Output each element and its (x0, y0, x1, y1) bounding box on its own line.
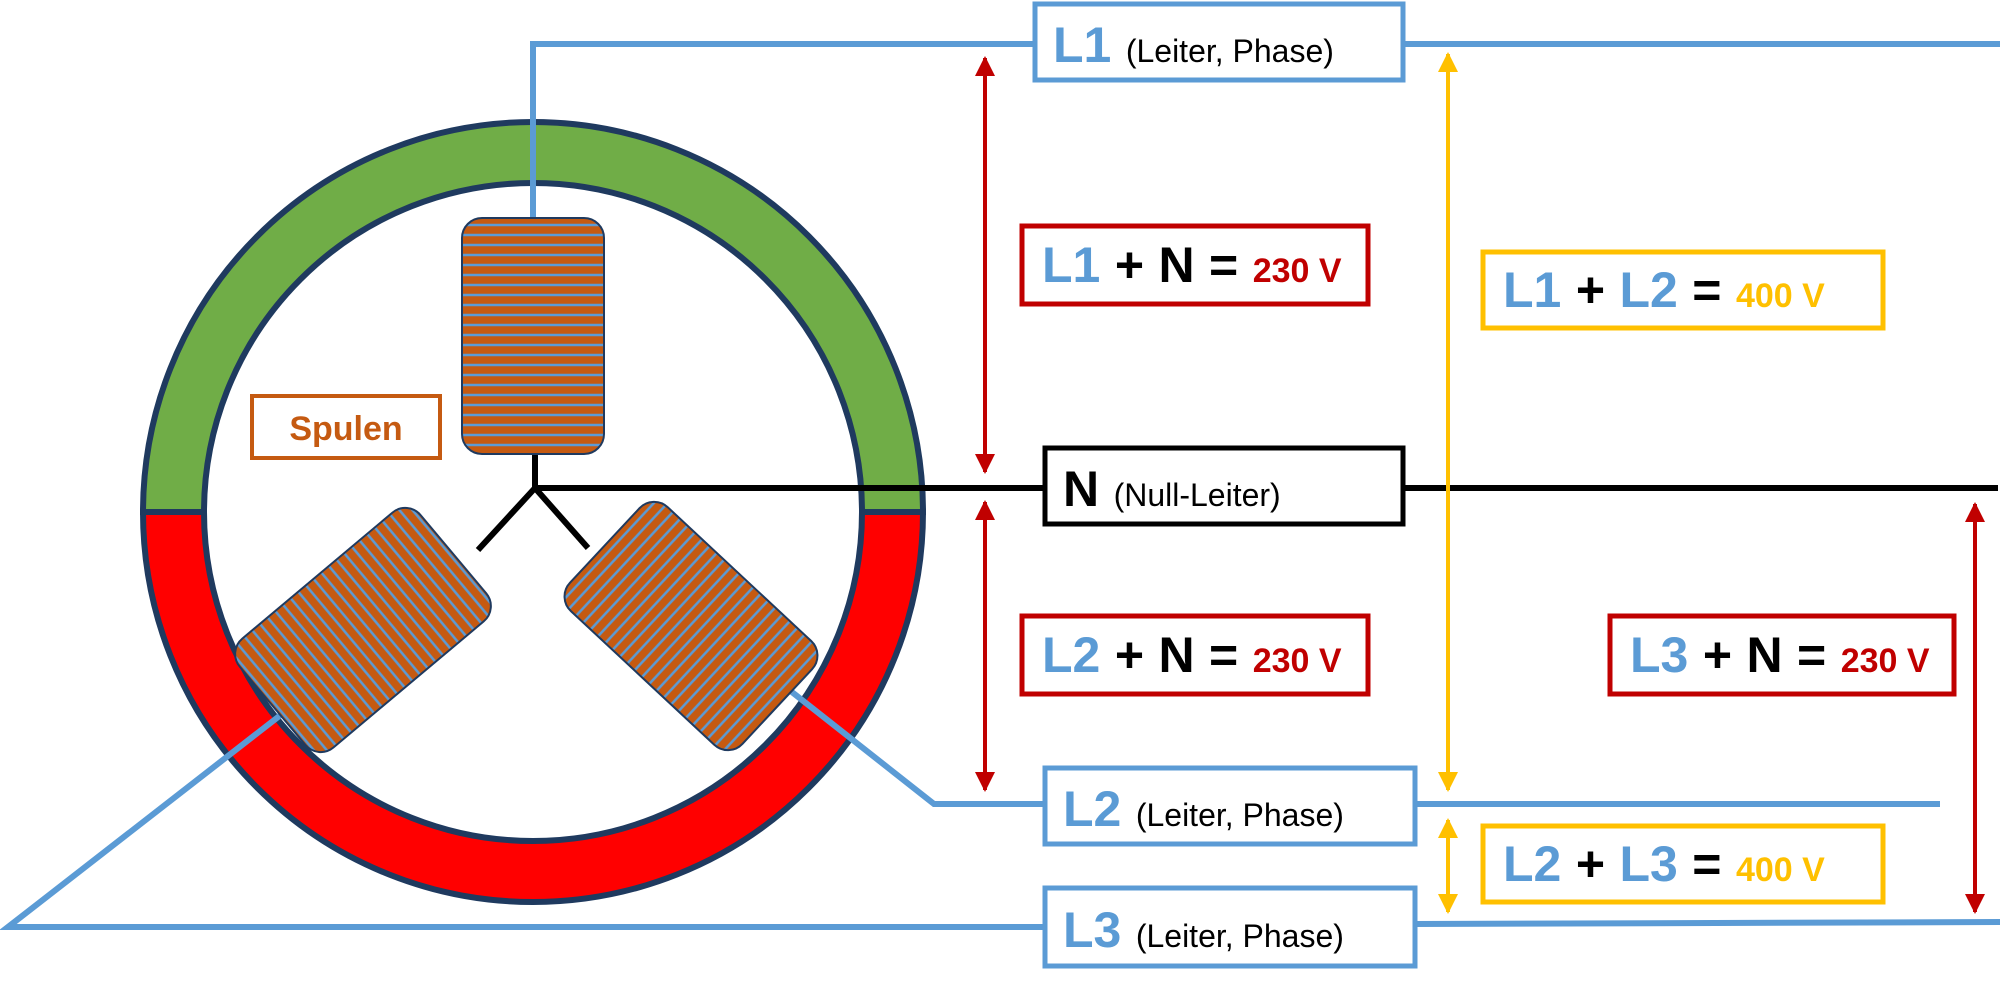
l1-line-left (530, 41, 1035, 220)
conductor-l2-name: L2 (1063, 781, 1121, 837)
voltage-l2-l3-box: L2 + L3 = 400 V (1480, 823, 1886, 905)
voltage-l1-l2-a: L1 (1503, 262, 1561, 318)
conductor-l1-box: L1 (Leiter, Phase) (1032, 1, 1406, 83)
coil-label-box: Spulen (250, 394, 442, 460)
svg-text:N (Null-Leiter): N (Null-Leiter) (1063, 461, 1281, 517)
svg-text:L2 + N =: L2 + N = 230 V (1042, 627, 1342, 683)
conductor-l2-desc: (Leiter, Phase) (1136, 797, 1344, 833)
voltage-l3-n-eq: = (1797, 627, 1826, 683)
voltage-l2-n-plus: + (1115, 627, 1144, 683)
phase-lines (0, 41, 2000, 930)
stator-ring (139, 119, 927, 905)
l3-line-right (1414, 919, 2000, 927)
voltage-l2-n-b: N (1158, 627, 1194, 683)
voltage-l1-n-a: L1 (1042, 237, 1100, 293)
voltage-l2-n-a: L2 (1042, 627, 1100, 683)
l3-line-left (0, 697, 1045, 930)
star-left (475, 485, 538, 553)
svg-text:L1 + L2 =: L1 + L2 = 400 V (1503, 262, 1825, 318)
voltage-l3-n-plus: + (1703, 627, 1732, 683)
svg-text:L3 (Leiter, Phase): L3 (Leiter, Phase) (1063, 902, 1344, 958)
voltage-l2-n-value: 230 V (1253, 642, 1342, 680)
voltage-arrows (975, 52, 1985, 914)
voltage-l1-n-box: L1 + N = 230 V (1019, 223, 1371, 307)
svg-text:L3 + N =: L3 + N = 230 V (1630, 627, 1930, 683)
voltage-l2-n-eq: = (1209, 627, 1238, 683)
voltage-l3-n-box: L3 + N = 230 V (1607, 613, 1957, 697)
ring-top-half (139, 119, 927, 515)
conductor-l1-name: L1 (1053, 17, 1111, 73)
voltage-l3-n-b: N (1746, 627, 1782, 683)
neutral-lines (475, 452, 1998, 553)
voltage-l1-n-b: N (1158, 237, 1194, 293)
voltage-l1-n-value: 230 V (1253, 252, 1342, 290)
coil-bottom-right (563, 500, 819, 752)
conductor-l3-desc: (Leiter, Phase) (1136, 918, 1344, 954)
voltage-l2-l3-b: L3 (1619, 836, 1677, 892)
l2-line-left (781, 682, 1045, 807)
voltage-l1-n-plus: + (1115, 237, 1144, 293)
voltage-l2-n-box: L2 + N = 230 V (1019, 613, 1371, 697)
svg-text:L2 (Leiter, Phase): L2 (Leiter, Phase) (1063, 781, 1344, 837)
conductor-l3-name: L3 (1063, 902, 1121, 958)
svg-text:L1 (Leiter, Phase): L1 (Leiter, Phase) (1053, 17, 1334, 73)
conductor-n-desc: (Null-Leiter) (1114, 477, 1281, 513)
voltage-l1-l2-eq: = (1692, 262, 1721, 318)
star-right (532, 486, 591, 550)
voltage-l2-l3-value: 400 V (1736, 851, 1825, 889)
conductor-n-box: N (Null-Leiter) (1042, 445, 1406, 527)
conductor-l1-desc: (Leiter, Phase) (1126, 33, 1334, 69)
voltage-l3-n-value: 230 V (1841, 642, 1930, 680)
voltage-l1-n-eq: = (1209, 237, 1238, 293)
coil-label: Spulen (289, 410, 402, 448)
conductor-l2-box: L2 (Leiter, Phase) (1042, 765, 1418, 847)
ring-bottom-half (139, 509, 927, 905)
voltage-l1-l2-plus: + (1576, 262, 1605, 318)
conductor-n-name: N (1063, 461, 1099, 517)
voltage-l2-l3-a: L2 (1503, 836, 1561, 892)
voltage-l2-l3-plus: + (1576, 836, 1605, 892)
conductor-l3-box: L3 (Leiter, Phase) (1042, 885, 1418, 969)
svg-text:L1 + N =: L1 + N = 230 V (1042, 237, 1342, 293)
voltage-l3-n-a: L3 (1630, 627, 1688, 683)
coils (234, 217, 819, 754)
svg-text:L2 + L3 =: L2 + L3 = 400 V (1503, 836, 1825, 892)
coil-top (461, 217, 605, 455)
voltage-l2-l3-eq: = (1692, 836, 1721, 892)
voltage-l1-l2-box: L1 + L2 = 400 V (1480, 249, 1886, 331)
coil-bottom-left (234, 506, 492, 754)
voltage-l1-l2-value: 400 V (1736, 277, 1825, 315)
voltage-l1-l2-b: L2 (1619, 262, 1677, 318)
